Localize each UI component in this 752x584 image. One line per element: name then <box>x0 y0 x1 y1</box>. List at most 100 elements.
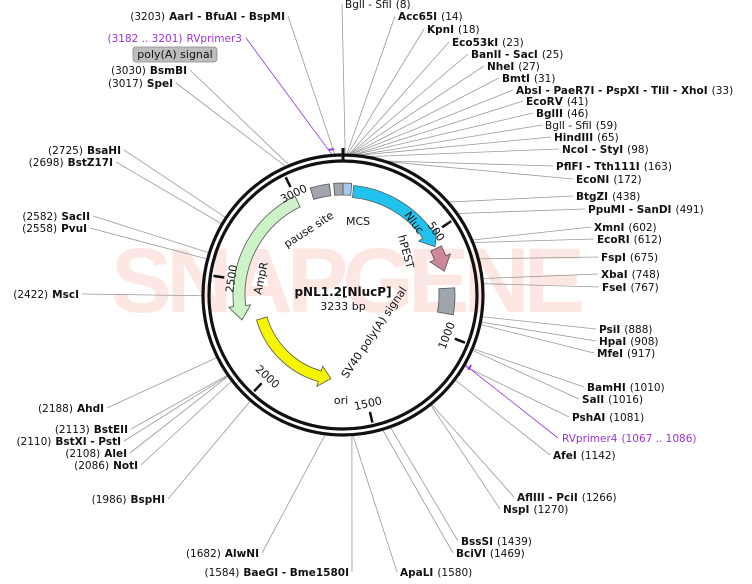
site-label[interactable]: (2188)AhdI <box>38 403 104 415</box>
leader-line <box>341 3 346 155</box>
primer-label[interactable]: (3182 .. 3201)RVprimer3 <box>108 33 243 45</box>
site-label[interactable]: (3030)BsmBI <box>111 65 187 77</box>
site-label[interactable]: HindIII(65) <box>554 132 619 144</box>
site-label[interactable]: (1986)BspHI <box>92 494 165 506</box>
primer-label[interactable]: RVprimer4(1067 .. 1086) <box>562 433 697 445</box>
leader-line <box>115 161 222 224</box>
tick-mark <box>253 382 263 393</box>
site-label[interactable]: KpnI(18) <box>427 24 480 36</box>
leader-line <box>360 136 552 156</box>
site-label[interactable]: PsiI(888) <box>599 324 653 336</box>
site-label[interactable]: BamHI(1010) <box>587 382 665 394</box>
site-label[interactable]: (2113)BstEII <box>55 424 128 436</box>
leader-line <box>355 112 534 155</box>
tick-label: 1500 <box>353 394 383 413</box>
site-label[interactable]: FspI(675) <box>601 252 658 264</box>
site-label[interactable]: BciVI(1469) <box>456 548 525 560</box>
leader-line <box>464 365 570 418</box>
watermark: SNAPGENE <box>111 230 582 332</box>
leader-line <box>350 65 485 155</box>
leader-line <box>175 82 286 167</box>
leader-line <box>458 208 586 214</box>
feature-sv40-poly-a-signal <box>437 287 456 316</box>
feature-label-ori: ori <box>334 394 348 407</box>
polya-tag <box>132 46 218 63</box>
tick-mark <box>441 220 452 229</box>
site-label[interactable]: PshAI(1081) <box>572 412 644 424</box>
site-label[interactable]: BglI - SfiI(8) <box>345 0 411 11</box>
site-label[interactable]: HpaI(908) <box>599 336 659 348</box>
feature-label-mcs: MCS <box>346 215 370 228</box>
site-label[interactable]: EcoNI(172) <box>576 174 642 186</box>
site-label[interactable]: EcoRV(41) <box>526 96 588 108</box>
features-layer <box>227 182 456 388</box>
polya-tag-label: poly(A) signal <box>137 48 212 61</box>
site-label[interactable]: NcoI - StyI(98) <box>562 144 649 156</box>
primer-leader <box>465 364 559 439</box>
site-label[interactable]: (2725)BsaHI <box>48 145 121 157</box>
site-label[interactable]: XmnI(602) <box>594 222 657 234</box>
leader-line <box>123 375 228 442</box>
leader-line <box>386 160 554 167</box>
site-label[interactable]: (1682)AlwNI <box>186 548 259 560</box>
site-label[interactable]: FseI(767) <box>602 282 659 294</box>
tick-mark <box>368 411 374 423</box>
site-label[interactable]: (2108)AleI <box>65 448 127 460</box>
site-label[interactable]: BanII - SacI(25) <box>471 49 563 61</box>
site-label[interactable]: AflIII - PciI(1266) <box>517 492 617 504</box>
tick-mark <box>284 176 292 188</box>
site-label[interactable]: BglII(46) <box>536 108 589 120</box>
site-label[interactable]: XbaI(748) <box>601 269 660 281</box>
leader-line <box>389 161 574 180</box>
leader-line <box>472 350 580 400</box>
site-label[interactable]: (3203)AarI - BfuAI - BspMI <box>130 11 285 23</box>
leader-line <box>346 15 396 155</box>
leader-line <box>261 434 326 554</box>
site-label[interactable]: (2558)PvuI <box>22 223 87 235</box>
leader-line <box>349 41 450 155</box>
site-label[interactable]: PpuMI - SanDI(491) <box>588 204 704 216</box>
site-label[interactable]: BglI - SfiI(59) <box>545 120 617 132</box>
site-label[interactable]: NspI(1270) <box>503 504 568 516</box>
site-label[interactable]: (3017)SpeI <box>108 78 173 90</box>
leader-line <box>431 404 515 498</box>
leader-line <box>123 149 226 218</box>
site-label[interactable]: BtgZI(438) <box>576 191 640 203</box>
leader-line <box>369 148 560 157</box>
site-label[interactable]: NheI(27) <box>487 61 540 73</box>
leader-line <box>349 53 469 155</box>
leader-line <box>430 404 501 510</box>
site-label[interactable]: AbsI - PaeR7I - PspXI - TliI - XhoI(33) <box>516 85 733 97</box>
site-label[interactable]: ApaLI(1580) <box>400 567 472 579</box>
plasmid-name: pNL1.2[NlucP] <box>294 285 391 299</box>
site-label[interactable]: Eco53kI(23) <box>452 37 524 49</box>
leader-line <box>351 89 514 155</box>
site-label[interactable]: (1584)BaeGI - Bme1580I <box>204 567 349 579</box>
site-label[interactable]: (2582)SacII <box>22 211 90 223</box>
site-labels: BglI - SfiI(8)Acc65I(14)KpnI(18)Eco53kI(… <box>13 0 733 579</box>
site-label[interactable]: (2698)BstZ17I <box>29 157 113 169</box>
leader-line <box>481 321 597 342</box>
site-label[interactable]: EcoRI(612) <box>597 234 662 246</box>
leader-line <box>480 324 595 354</box>
leader-line <box>81 293 203 297</box>
site-label[interactable]: PflFI - Tth111I(163) <box>556 161 672 173</box>
leader-line <box>189 69 290 166</box>
site-label[interactable]: SalI(1016) <box>582 394 643 406</box>
plasmid-size: 3233 bp <box>320 300 365 313</box>
feature-pause-site-2 <box>333 182 344 196</box>
site-label[interactable]: (2110)BstXI - PstI <box>16 436 121 448</box>
site-label[interactable]: (2422)MscI <box>13 289 79 301</box>
site-label[interactable]: BssSI(1439) <box>461 536 532 548</box>
leader-line <box>449 195 574 203</box>
site-label[interactable]: BmtI(31) <box>502 73 555 85</box>
leader-line <box>106 357 217 409</box>
site-label[interactable]: MfeI(917) <box>597 348 655 360</box>
site-label[interactable]: AfeI(1142) <box>553 450 616 462</box>
site-label[interactable]: Acc65I(14) <box>398 11 463 23</box>
feature-nluc <box>352 185 438 248</box>
leader-line <box>382 430 454 554</box>
site-label[interactable]: (2086)NotI <box>74 460 138 472</box>
primer-leader <box>245 37 333 155</box>
